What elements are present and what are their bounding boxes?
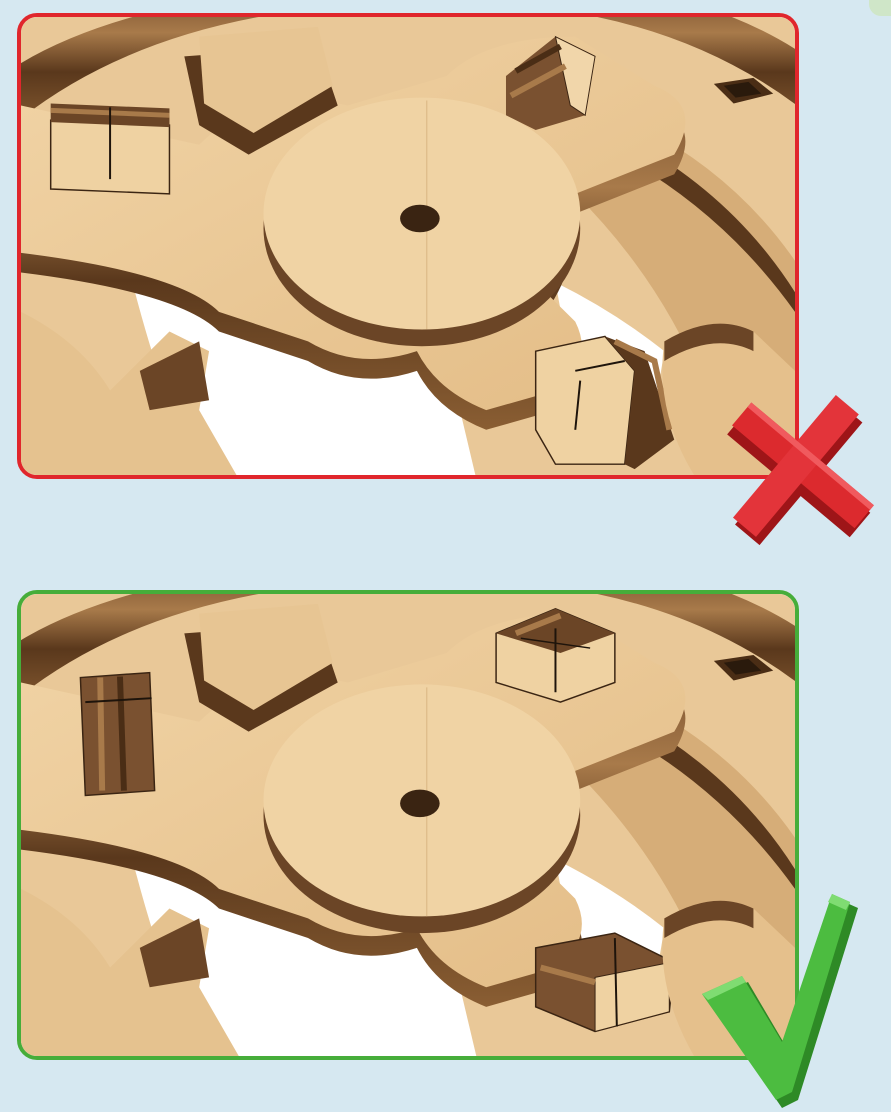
cross-mark-icon [708,382,891,557]
incorrect-assembly-panel [17,13,799,479]
check-mark-icon [700,890,860,1112]
correct-block-left [80,673,154,796]
incorrect-gear-illustration [21,17,795,475]
correct-assembly-panel [17,590,799,1060]
correct-gear-illustration [21,594,795,1056]
incorrect-block-left [51,103,170,193]
corner-badge [869,0,891,16]
